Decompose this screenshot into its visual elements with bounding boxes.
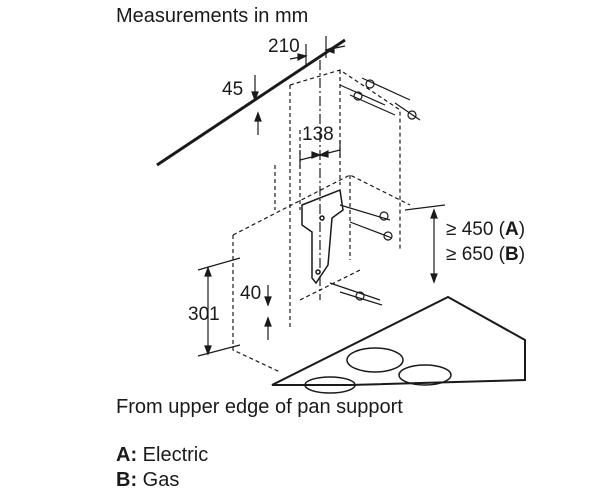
cooktop [271,295,526,394]
lower-hood-outline [232,165,411,373]
clearance-gas-prefix: ≥ 650 ( [446,244,506,265]
dim-40-lines [264,285,272,340]
clearance-electric-prefix: ≥ 450 ( [446,219,506,240]
legend-electric: A: Electric [116,445,208,465]
clearance-electric-letter: A [505,219,519,240]
clearance-electric-suffix: ) [518,219,526,240]
dim-138-lines [299,140,341,168]
legend-electric-key: A: [116,444,138,466]
dim-45-lines [251,75,262,135]
dim-clearance-lines [404,204,446,284]
ceiling-line [156,38,346,167]
dim-label-210: 210 [268,36,300,57]
dim-label-40: 40 [240,283,262,304]
measurement-reference-caption: From upper edge of pan support [116,396,403,418]
dim-301-lines [197,257,241,357]
dim-210-lines [289,36,346,65]
legend-electric-label: Electric [142,444,209,466]
legend-gas-label: Gas [142,469,180,491]
clearance-gas-suffix: ) [518,244,526,265]
dim-label-138: 138 [302,124,334,145]
mounting-bracket [301,188,344,285]
wall-screws [329,77,421,306]
upper-duct-outline [289,69,401,330]
clearance-gas: ≥ 650 (B) [446,245,525,264]
diagram-title: Measurements in mm [116,5,309,27]
dim-label-301: 301 [188,304,220,325]
legend-gas-key: B: [116,469,138,491]
clearance-gas-letter: B [505,244,519,265]
dim-label-45: 45 [222,79,244,100]
clearance-electric: ≥ 450 (A) [446,220,525,239]
legend-gas: B: Gas [116,470,179,490]
